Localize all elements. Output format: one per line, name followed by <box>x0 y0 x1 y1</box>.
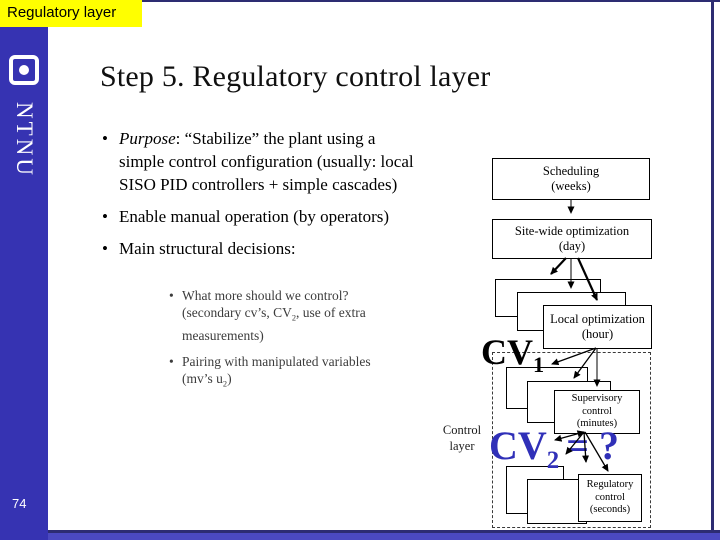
ntnu-logo-wordmark: NTNU <box>0 92 48 188</box>
regulatory-line3: (seconds) <box>589 504 631 516</box>
arrow-sitewide-left <box>550 257 567 275</box>
ntnu-sidebar: NTNU 74 <box>0 0 48 540</box>
slide-bottom-band <box>0 533 720 540</box>
cv2-label: CV2= ? <box>489 426 619 474</box>
slide-border-right <box>711 0 714 540</box>
bullet-structural-decisions: Main structural decisions: <box>100 237 415 260</box>
localopt-line2: (hour) <box>581 327 614 341</box>
sitewide-optimization-box: Site-wide optimization (day) <box>492 219 652 259</box>
subbullet-what-to-control: What more should we control? (secondary … <box>168 287 403 344</box>
bullet-purpose: Purpose: “Stabilize” the plant using a s… <box>100 127 415 196</box>
supervisory-line1: Supervisory <box>571 393 623 405</box>
cv2-base: CV <box>489 423 547 468</box>
sitewide-line1: Site-wide optimization <box>514 224 630 238</box>
slide-tag-label: Regulatory layer <box>0 0 143 27</box>
localopt-line1: Local optimization <box>550 312 645 326</box>
supervisory-line3: (minutes) <box>576 418 618 430</box>
supervisory-line2: control <box>582 405 612 417</box>
cv1-label: CV1 <box>481 334 544 377</box>
stack-box <box>527 479 587 524</box>
slide-border-bottom <box>0 530 720 533</box>
regulatory-line2: control <box>595 491 625 503</box>
cv2-question: = ? <box>566 423 619 468</box>
sub-bullet-list: What more should we control? (secondary … <box>168 287 403 401</box>
cv1-base: CV <box>481 332 533 372</box>
scheduling-line1: Scheduling <box>542 164 600 178</box>
page-number: 74 <box>12 496 27 511</box>
control-layer-line2: layer <box>449 439 475 453</box>
subbullet-pairing: Pairing with manipulated variables (mv’s… <box>168 353 403 393</box>
control-layer-line1: Control <box>442 423 482 437</box>
cv2-subscript: 2 <box>546 447 560 474</box>
slide-border-top <box>0 0 720 2</box>
slide-title: Step 5. Regulatory control layer <box>100 60 491 93</box>
regulatory-control-box: Regulatory control (seconds) <box>578 474 642 522</box>
sitewide-line2: (day) <box>558 239 586 253</box>
control-layer-label: Control layer <box>436 422 488 454</box>
main-bullet-list: Purpose: “Stabilize” the plant using a s… <box>100 127 415 269</box>
ntnu-logo-icon <box>9 55 39 85</box>
local-optimization-box: Local optimization (hour) <box>543 305 652 349</box>
scheduling-box: Scheduling (weeks) <box>492 158 650 200</box>
scheduling-line2: (weeks) <box>551 179 591 193</box>
regulatory-line1: Regulatory <box>586 479 634 491</box>
cv1-subscript: 1 <box>533 352 545 378</box>
bullet-enable-manual: Enable manual operation (by operators) <box>100 205 415 228</box>
ntnu-logo-text: NTNU <box>12 102 38 178</box>
